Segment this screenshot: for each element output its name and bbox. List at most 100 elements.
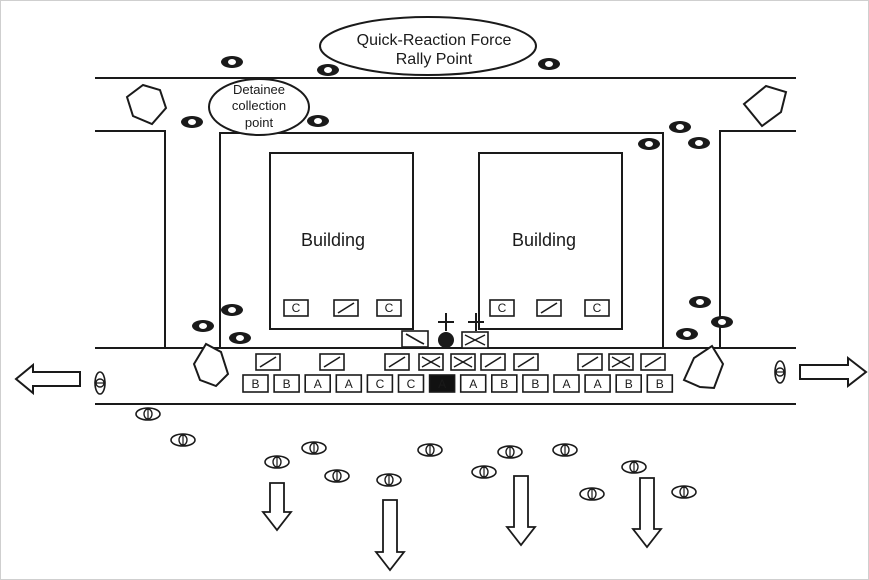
vehicle-marker xyxy=(640,353,666,371)
vehicle-marker xyxy=(577,353,603,371)
eye-icon xyxy=(621,460,647,474)
right-arrow-icon xyxy=(799,355,868,389)
eye-icon xyxy=(417,443,443,457)
vehicle-marker xyxy=(319,353,345,371)
marker-label: B xyxy=(531,377,539,391)
soldier-icon xyxy=(538,58,560,70)
qrf-label-line1: Quick-Reaction Force xyxy=(357,32,512,49)
eye-icon xyxy=(552,443,578,457)
soldier-icon xyxy=(676,328,698,340)
soldier-icon xyxy=(229,332,251,344)
eye-icon xyxy=(671,485,697,499)
marker-label: A xyxy=(345,377,353,391)
soldier-positions xyxy=(181,56,733,344)
soldier-icon xyxy=(317,64,339,76)
element-box: A xyxy=(459,374,487,393)
eye-icon xyxy=(264,455,290,469)
building-marker: C xyxy=(376,299,402,317)
marker-label: C xyxy=(407,377,416,391)
building-marker: C xyxy=(283,299,309,317)
eye-icon xyxy=(324,469,350,483)
detainee-label-line3: point xyxy=(245,115,274,130)
eye-icon xyxy=(774,360,786,384)
soldier-icon xyxy=(221,56,243,68)
down-arrows xyxy=(261,475,663,572)
eye-icon xyxy=(301,441,327,455)
marker-label: B xyxy=(283,377,291,391)
soldier-icon xyxy=(711,316,733,328)
element-box: B xyxy=(273,374,300,393)
element-box: A xyxy=(584,374,611,393)
left-arrow-icon xyxy=(14,362,81,396)
element-box: B xyxy=(646,374,674,393)
building-marker xyxy=(333,299,359,317)
eye-icon xyxy=(170,433,196,447)
marker-label: C xyxy=(385,301,394,315)
obstacle-icon xyxy=(192,342,230,388)
down-arrow-icon xyxy=(261,482,293,532)
element-box: C xyxy=(397,374,425,393)
building-marker: C xyxy=(489,299,515,317)
vehicle-row xyxy=(255,330,666,371)
eye-icon xyxy=(94,371,106,395)
vehicle-marker xyxy=(513,353,539,371)
element-box: B xyxy=(522,374,549,393)
observation-positions xyxy=(94,360,786,501)
down-arrow-icon xyxy=(631,477,663,549)
obstacle-icon xyxy=(682,344,725,390)
element-box: A xyxy=(304,374,332,393)
soldier-icon xyxy=(181,116,203,128)
obstacle-icon xyxy=(125,83,168,126)
marker-label: A xyxy=(438,377,446,391)
marker-label: C xyxy=(593,301,602,315)
element-box: C xyxy=(366,374,394,393)
vehicle-marker xyxy=(384,353,410,371)
element-box: A xyxy=(428,374,456,393)
soldier-icon xyxy=(638,138,660,150)
soldier-icon xyxy=(669,121,691,133)
eye-icon xyxy=(471,465,497,479)
detainee-label-line2: collection xyxy=(232,98,286,113)
qrf-rally-point xyxy=(319,16,537,76)
compound xyxy=(219,132,664,349)
element-box: B xyxy=(615,374,643,393)
soldier-icon xyxy=(307,115,329,127)
vehicle-marker xyxy=(401,330,429,348)
building-left-label: Building xyxy=(301,230,365,250)
eye-icon xyxy=(135,407,161,421)
medic-cross-icon xyxy=(438,313,484,348)
eye-icon xyxy=(579,487,605,501)
eye-icon xyxy=(497,445,523,459)
obstacle-icon xyxy=(742,84,788,128)
marker-label: A xyxy=(469,377,477,391)
down-arrow-icon xyxy=(505,475,537,547)
element-box: A xyxy=(335,374,363,393)
marker-label: A xyxy=(562,377,570,391)
vehicle-marker xyxy=(418,353,444,371)
qrf-label-line2: Rally Point xyxy=(396,51,473,68)
element-box: A xyxy=(553,374,580,393)
marker-label: B xyxy=(251,377,259,391)
down-arrow-icon xyxy=(374,499,406,572)
marker-label: C xyxy=(292,301,301,315)
marker-label: C xyxy=(498,301,507,315)
marker-label: A xyxy=(594,377,602,391)
vehicle-marker xyxy=(461,331,489,349)
vehicle-marker xyxy=(450,353,476,371)
vehicle-marker xyxy=(255,353,281,371)
marker-label: B xyxy=(625,377,633,391)
marker-label: A xyxy=(314,377,322,391)
soldier-icon xyxy=(221,304,243,316)
soldier-icon xyxy=(192,320,214,332)
soldier-icon xyxy=(688,137,710,149)
detainee-collection-point xyxy=(208,78,310,136)
eye-icon xyxy=(376,473,402,487)
vehicle-marker xyxy=(480,353,506,371)
detainee-label-line1: Detainee xyxy=(233,82,285,97)
element-box: B xyxy=(242,374,269,393)
